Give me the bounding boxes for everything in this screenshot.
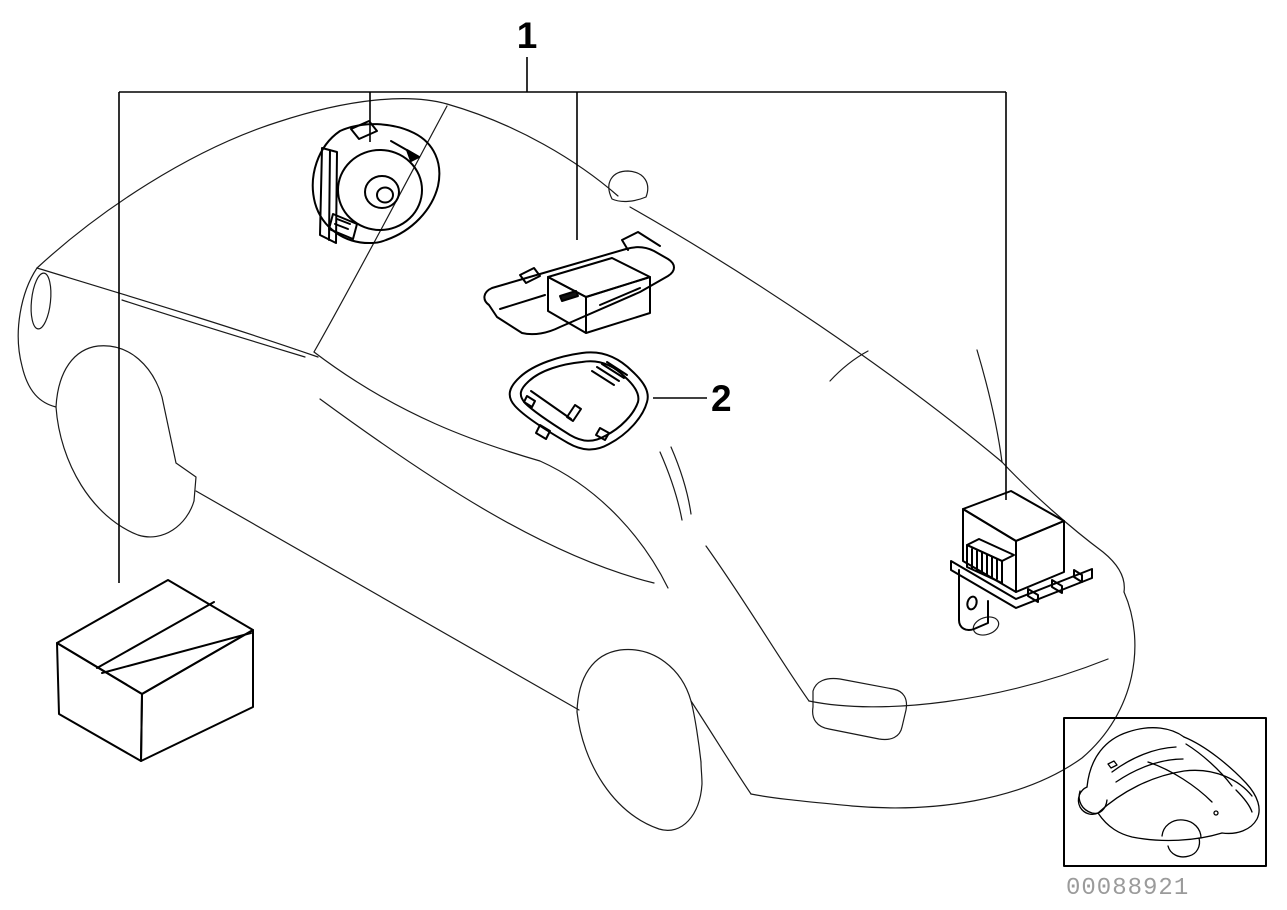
- tail-light: [812, 677, 908, 741]
- callout-label-1: 1: [517, 15, 538, 56]
- ultrasonic-interior-sensor-housing: [508, 351, 649, 451]
- drawing-number: 00088921: [1066, 875, 1189, 902]
- rear-alarm-module-with-bracket: [950, 490, 1093, 631]
- packaging-box: [56, 579, 254, 762]
- headlight: [30, 272, 52, 330]
- vehicle-thumbnail: [1063, 717, 1267, 867]
- callout-label-2: 2: [711, 378, 732, 419]
- callouts: 1 2: [118, 15, 1007, 583]
- vehicle-outline: [17, 98, 1136, 831]
- alarm-control-unit-with-bracket: [483, 231, 675, 336]
- alarm-siren: [311, 120, 441, 245]
- side-mirror: [608, 170, 649, 203]
- trunk-lock: [972, 616, 1000, 636]
